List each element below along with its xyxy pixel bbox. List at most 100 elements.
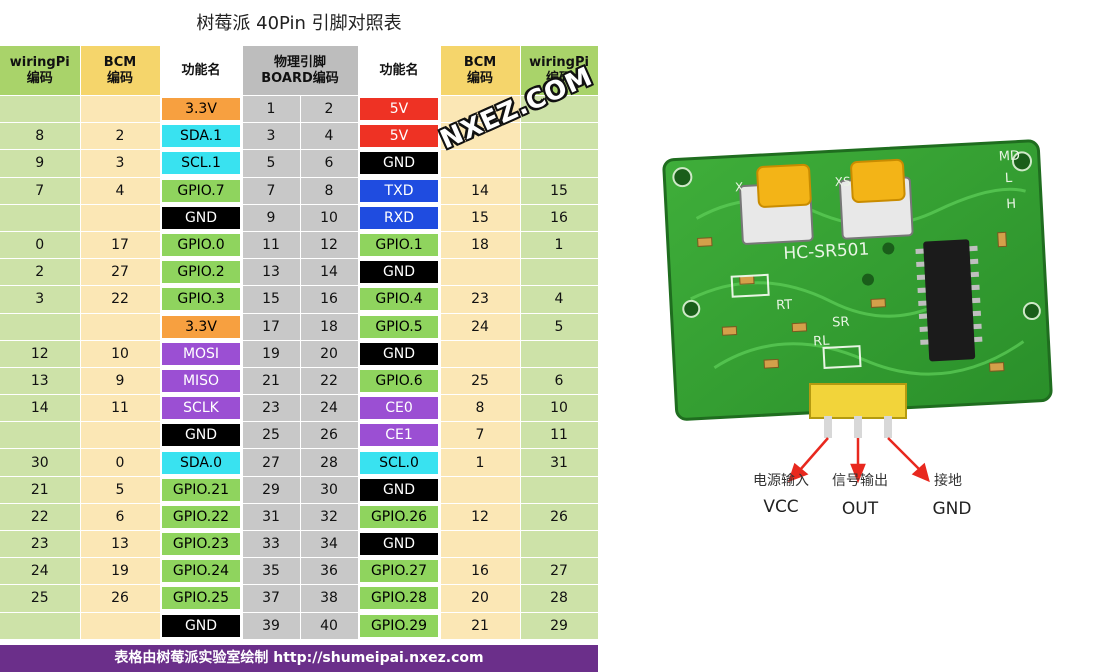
bcm-right-cell (440, 258, 521, 286)
wiringpi-right-cell: 5 (520, 312, 599, 341)
function-chip: 5V (360, 98, 439, 121)
wiringpi-left-cell: 23 (0, 529, 81, 558)
function-left-cell: GPIO.2 (160, 258, 243, 286)
wiringpi-right-cell: 15 (520, 176, 599, 205)
ic-chip (923, 239, 976, 362)
bcm-right-cell: 20 (440, 584, 521, 613)
physical-pin-even: 24 (300, 394, 359, 422)
wiringpi-left-cell: 2 (0, 258, 81, 286)
function-chip: 5V (360, 125, 439, 148)
function-left-cell: GND (160, 421, 243, 449)
function-chip: GPIO.6 (360, 369, 439, 392)
wiringpi-right-cell (520, 122, 599, 150)
bcm-right-cell (440, 122, 521, 150)
pin-out-label: OUT (841, 499, 879, 519)
function-chip: GPIO.27 (360, 560, 439, 583)
function-right-cell: GPIO.27 (358, 557, 441, 585)
function-left-cell: GPIO.23 (160, 529, 243, 558)
physical-pin-odd: 3 (242, 122, 301, 150)
function-chip: CE0 (360, 397, 439, 420)
function-chip: SCL.0 (360, 451, 439, 474)
wiringpi-left-cell: 24 (0, 557, 81, 585)
physical-pin-odd: 13 (242, 258, 301, 286)
function-left-cell: GND (160, 611, 243, 639)
physical-pin-odd: 23 (242, 394, 301, 422)
physical-pin-odd: 11 (242, 230, 301, 259)
bcm-left-cell: 9 (80, 366, 161, 395)
physical-pin-odd: 21 (242, 366, 301, 395)
bcm-left-cell (80, 421, 161, 449)
bcm-right-cell: 7 (440, 421, 521, 449)
physical-pin-odd: 39 (242, 611, 301, 639)
function-right-cell: TXD (358, 176, 441, 205)
bcm-right-cell: 24 (440, 312, 521, 341)
wiringpi-left-cell: 14 (0, 394, 81, 422)
table-title: 树莓派 40Pin 引脚对照表 (196, 13, 402, 34)
physical-pin-even: 14 (300, 258, 359, 286)
bcm-left-cell: 10 (80, 339, 161, 368)
function-chip: GPIO.2 (162, 261, 240, 284)
bcm-right-cell (440, 339, 521, 368)
function-chip: SDA.1 (162, 125, 240, 148)
pin-arrows (787, 437, 930, 484)
bcm-right-cell: 1 (440, 448, 521, 477)
wiringpi-left-cell (0, 312, 81, 341)
wiringpi-right-cell (520, 94, 599, 123)
bcm-right-cell: 16 (440, 557, 521, 585)
physical-pin-even: 12 (300, 230, 359, 259)
wiringpi-right-cell (520, 529, 599, 558)
wiringpi-right-cell: 26 (520, 502, 599, 531)
bcm-right-cell: 21 (440, 611, 521, 639)
table-footer: 表格由树莓派实验室绘制 http://shumeipai.nxez.com (0, 645, 598, 672)
physical-pin-even: 34 (300, 529, 359, 558)
function-left-cell: GPIO.25 (160, 584, 243, 613)
function-right-cell: GPIO.5 (358, 312, 441, 341)
function-right-cell: GND (358, 475, 441, 504)
silk-rt: RT (776, 298, 793, 314)
function-right-cell: 5V (358, 122, 441, 150)
bcm-left-cell: 5 (80, 475, 161, 504)
function-right-cell: GND (358, 529, 441, 558)
function-right-cell: GND (358, 339, 441, 368)
function-chip: GPIO.4 (360, 288, 439, 311)
physical-pin-even: 26 (300, 421, 359, 449)
function-chip: GPIO.21 (162, 478, 240, 501)
function-chip: RXD (360, 206, 439, 229)
function-right-cell: GND (358, 149, 441, 178)
physical-pin-odd: 31 (242, 502, 301, 531)
function-left-cell: SCL.1 (160, 149, 243, 178)
wiringpi-right-cell: 27 (520, 557, 599, 585)
function-left-cell: GPIO.7 (160, 176, 243, 205)
header-function-left: 功能名 (160, 46, 243, 96)
bcm-right-cell: 25 (440, 366, 521, 395)
silk-rl: RL (813, 334, 831, 350)
wiringpi-left-cell (0, 203, 81, 232)
physical-pin-even: 8 (300, 176, 359, 205)
wiringpi-left-cell (0, 421, 81, 449)
function-chip: SCL.1 (162, 152, 240, 175)
physical-pin-odd: 25 (242, 421, 301, 449)
function-chip: GPIO.25 (162, 587, 240, 610)
physical-pin-odd: 9 (242, 203, 301, 232)
bcm-left-cell (80, 611, 161, 639)
bcm-left-cell: 3 (80, 149, 161, 178)
wiringpi-left-cell: 7 (0, 176, 81, 205)
function-left-cell: 3.3V (160, 312, 243, 341)
wiringpi-left-cell: 22 (0, 502, 81, 531)
wiringpi-right-cell: 28 (520, 584, 599, 613)
wiringpi-left-cell (0, 611, 81, 639)
silk-l: L (1005, 171, 1014, 186)
physical-pin-even: 18 (300, 312, 359, 341)
physical-pin-even: 6 (300, 149, 359, 178)
function-chip: SDA.0 (162, 451, 240, 474)
